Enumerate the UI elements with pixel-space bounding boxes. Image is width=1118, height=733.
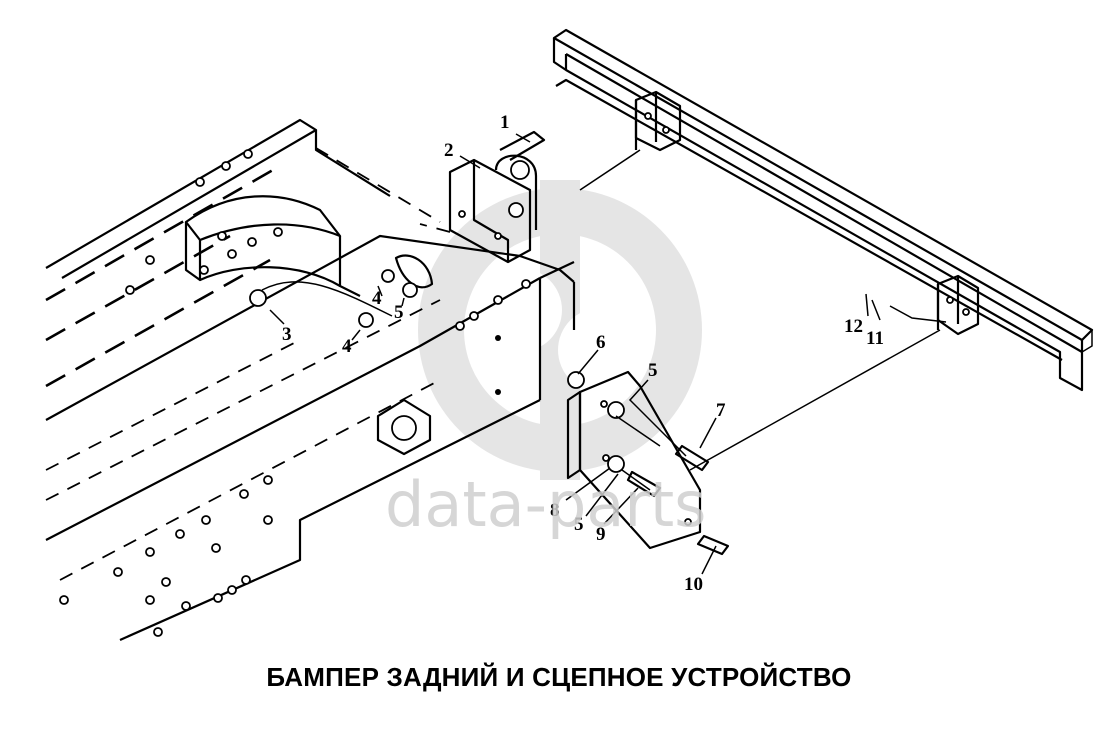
part-callouts: 1 2 3 4 4 5 5 5 6 7 8 9 10 11 12 bbox=[282, 112, 884, 595]
callout-3: 3 bbox=[282, 324, 292, 345]
callout-5c: 5 bbox=[574, 514, 584, 535]
callout-6: 6 bbox=[596, 332, 606, 353]
leader-lines bbox=[269, 133, 881, 575]
callout-2: 2 bbox=[444, 140, 454, 161]
callout-12: 12 bbox=[844, 316, 863, 337]
frame-side-rail bbox=[45, 118, 576, 642]
callout-1: 1 bbox=[500, 112, 510, 133]
callout-5a: 5 bbox=[394, 302, 404, 323]
rear-bumper-beam bbox=[552, 28, 1094, 471]
callout-5b: 5 bbox=[648, 360, 658, 381]
callout-7: 7 bbox=[716, 400, 726, 421]
callout-11: 11 bbox=[866, 328, 884, 349]
watermark-text: data-parts bbox=[385, 468, 707, 541]
tow-bracket bbox=[394, 130, 546, 289]
diagram-title: БАМПЕР ЗАДНИЙ И СЦЕПНОЕ УСТРОЙСТВО bbox=[266, 662, 852, 692]
callout-8: 8 bbox=[550, 500, 560, 521]
dp-logo-icon bbox=[418, 180, 702, 480]
bumper-mount-plate bbox=[566, 370, 730, 556]
callout-9: 9 bbox=[596, 524, 606, 545]
callout-4b: 4 bbox=[342, 336, 352, 357]
callout-10: 10 bbox=[684, 574, 703, 595]
callout-4a: 4 bbox=[372, 288, 382, 309]
bolt-group-left bbox=[249, 269, 418, 328]
